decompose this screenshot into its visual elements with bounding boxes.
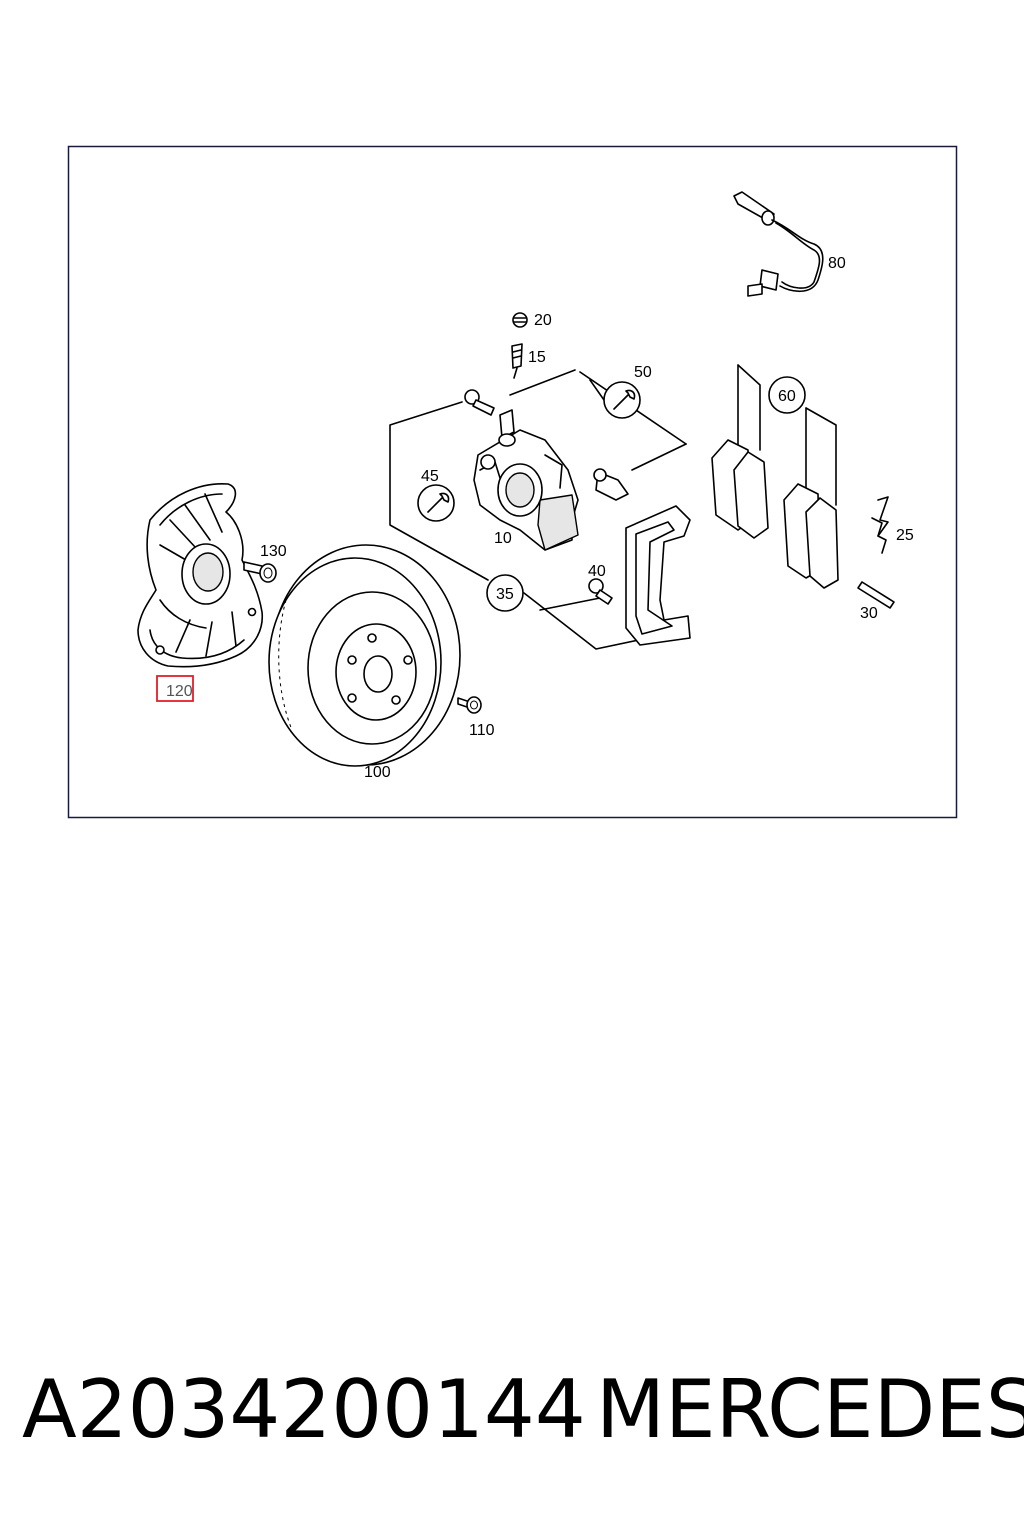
label-25: 25 [896,527,914,544]
wear-sensor-80[interactable] [733,191,824,297]
label-60: 60 [778,388,796,405]
label-45: 45 [421,468,439,485]
label-120: 120 [166,683,193,700]
label-35: 35 [496,586,514,603]
brake-caliper-10[interactable] [473,409,579,551]
label-30: 30 [860,605,878,622]
brake-disc-100[interactable] [268,544,461,767]
guide-pin-30[interactable] [857,581,895,609]
label-110: 110 [469,722,495,739]
torque-symbol-45[interactable] [417,484,455,522]
shield-bolt-130[interactable] [243,561,277,583]
brake-pad-set-60[interactable] [711,364,839,589]
guide-sleeve[interactable] [593,468,629,501]
highlight-box-120 [156,675,194,702]
caliper-bolt-upper[interactable] [464,389,495,416]
torque-symbol-50[interactable] [603,381,641,419]
disc-screw-110[interactable] [457,696,482,714]
brand-name: MERCEDES [596,1363,1024,1456]
label-80: 80 [828,255,846,272]
splash-shield-120[interactable] [137,483,263,668]
label-10: 10 [494,530,512,547]
diagram-frame [67,145,958,819]
caliper-carrier[interactable] [625,505,691,646]
part-number: A2034200144 [22,1363,586,1456]
callout-circle-35[interactable] [486,574,524,612]
bleeder-cap-20[interactable] [512,312,528,328]
bleeder-valve-15[interactable] [511,343,523,379]
label-50: 50 [634,364,652,381]
label-15: 15 [528,349,546,366]
label-130: 130 [260,543,287,560]
carrier-bolt-40[interactable] [588,578,613,605]
label-20: 20 [534,312,552,329]
label-40: 40 [588,563,606,580]
anti-rattle-spring-25[interactable] [871,496,889,554]
label-100: 100 [364,764,391,781]
